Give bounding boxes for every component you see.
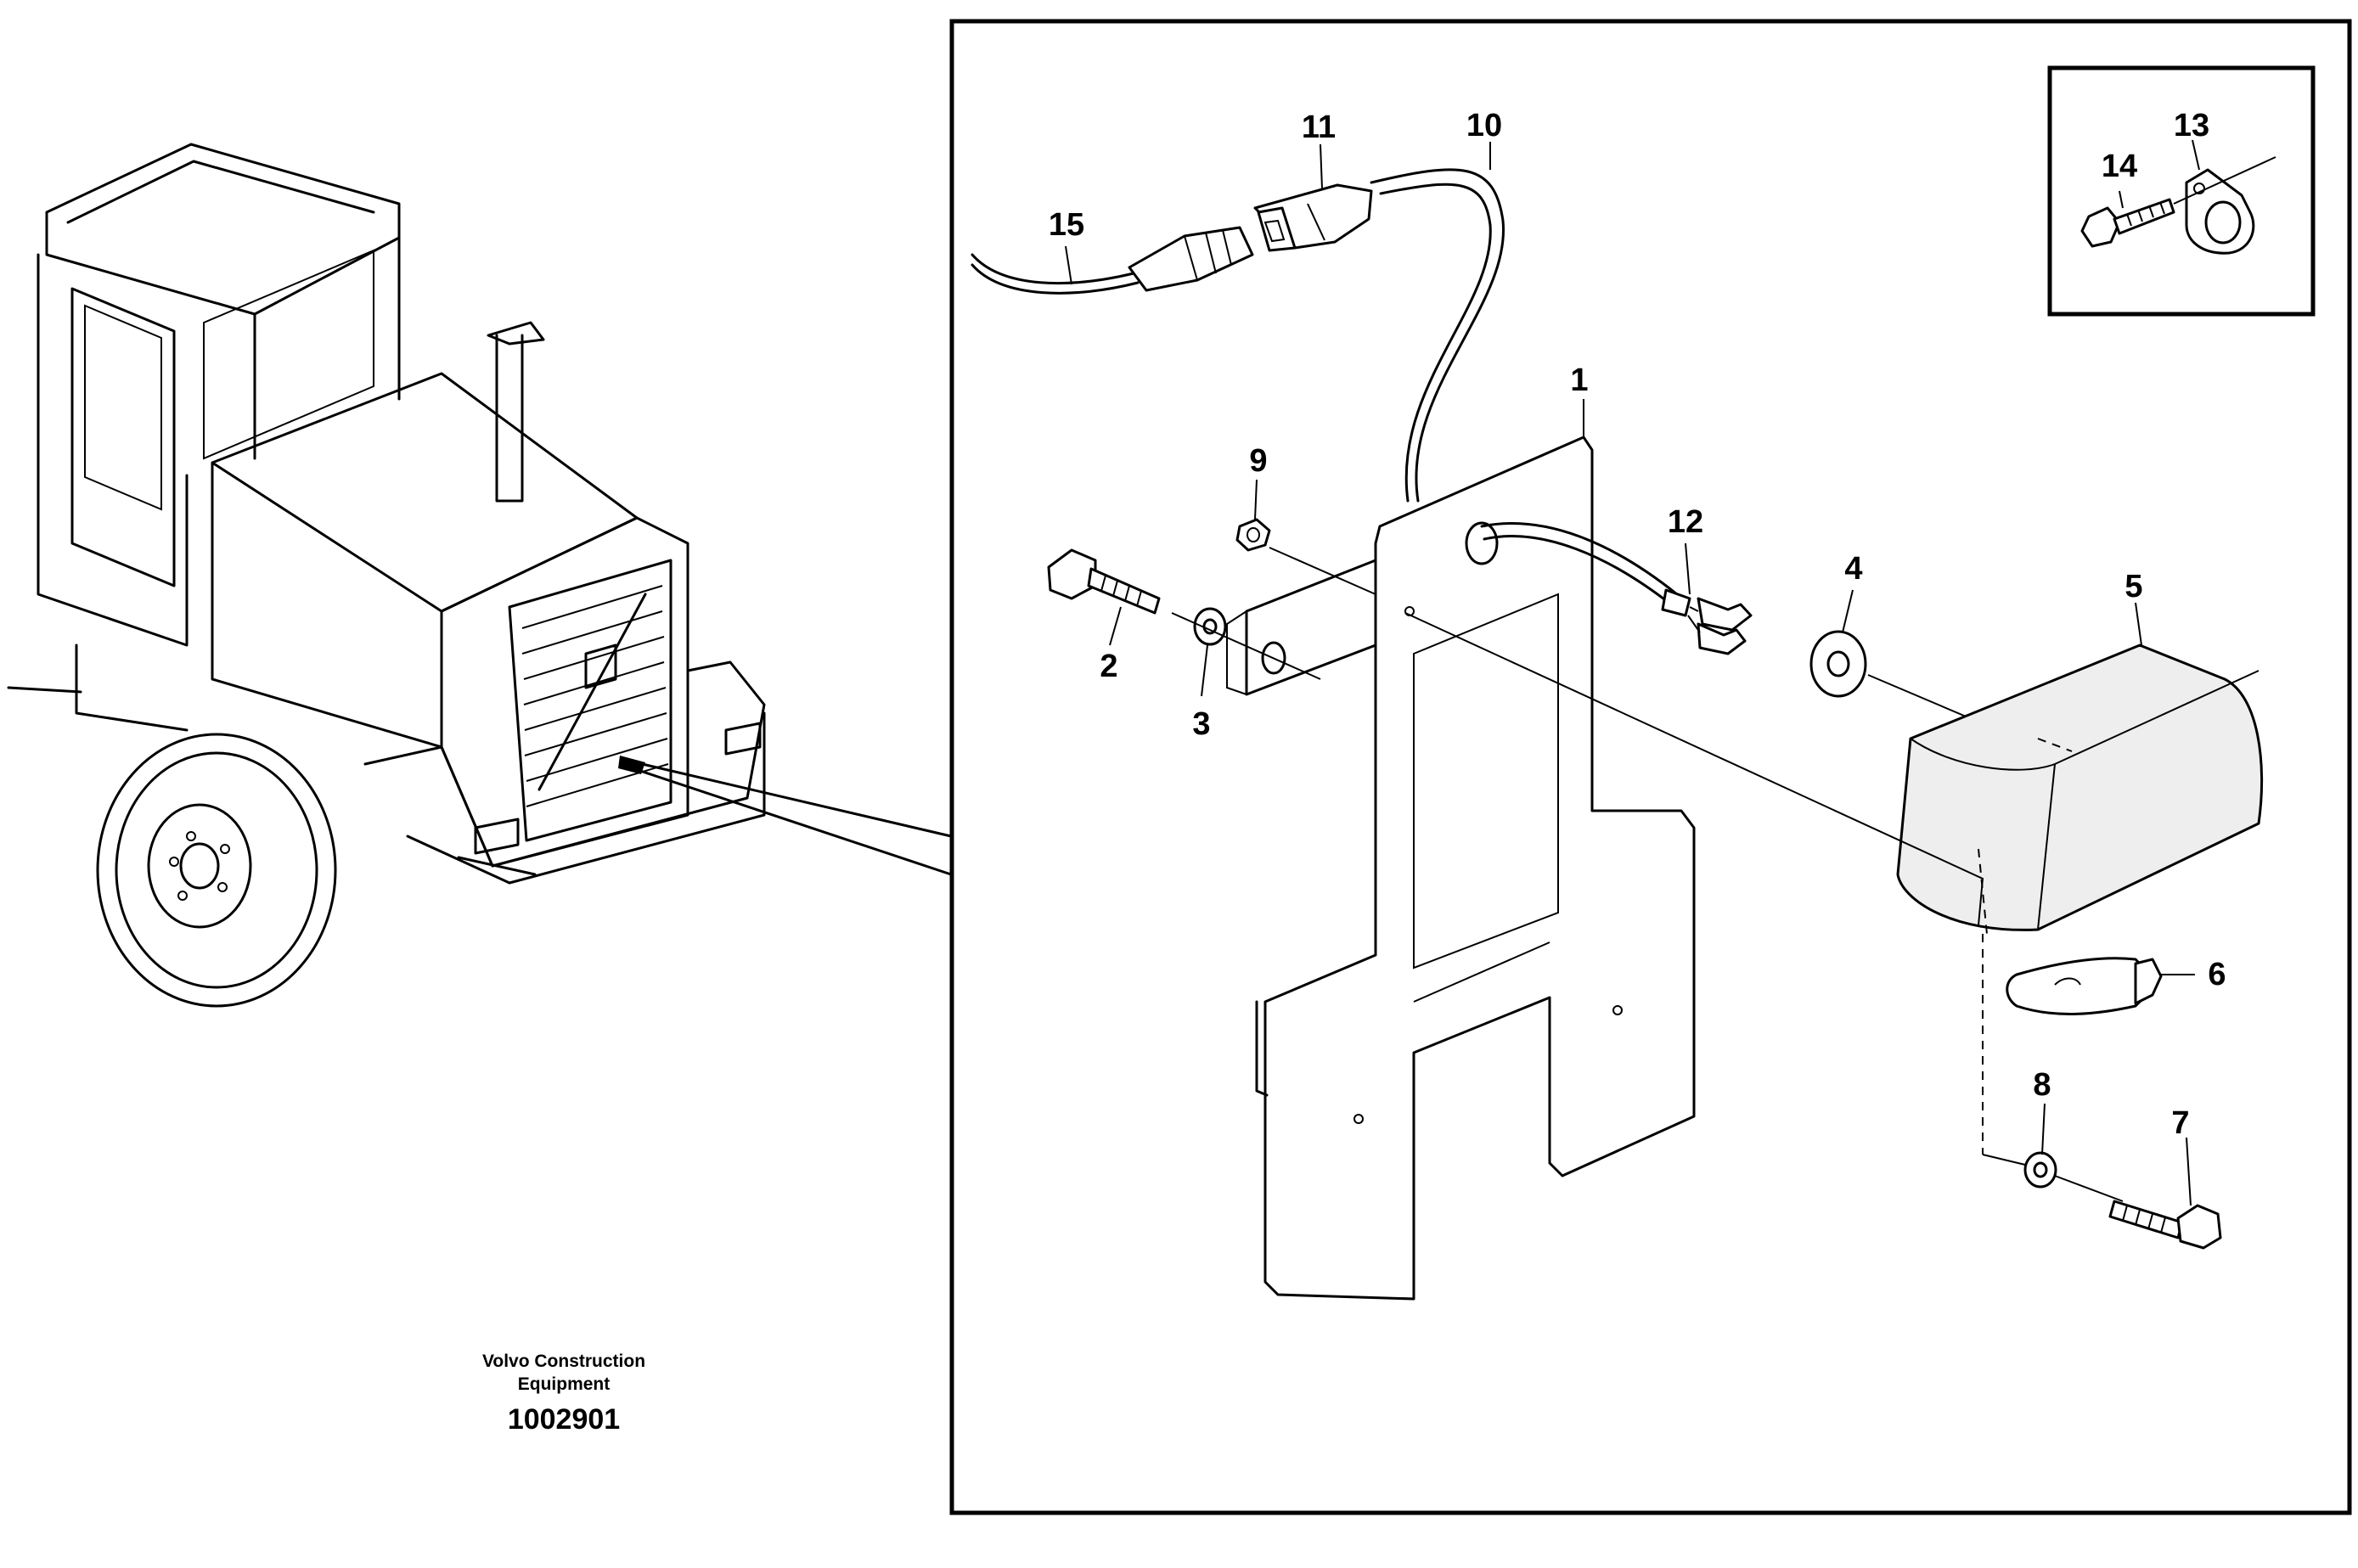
bulb xyxy=(2006,957,2163,1015)
lead-wire xyxy=(1480,522,1753,655)
marker-lamp xyxy=(1404,612,2264,1171)
callout-9: 9 xyxy=(1249,443,1267,479)
publisher-caption: Volvo Construction Equipment 1002901 xyxy=(482,1352,645,1436)
terminal-icon xyxy=(1697,597,1753,632)
grommet xyxy=(1809,630,2039,748)
caption-line-1: Volvo Construction xyxy=(482,1352,645,1371)
nut-icon xyxy=(1235,518,1271,552)
callout-2: 2 xyxy=(1100,649,1117,684)
mounting-plate xyxy=(1226,436,1696,1301)
callout-7: 7 xyxy=(2171,1105,2189,1141)
callout-15: 15 xyxy=(1049,207,1084,243)
callout-11: 11 xyxy=(1302,110,1336,145)
callout-14: 14 xyxy=(2102,149,2137,184)
callout-6: 6 xyxy=(2208,957,2226,992)
callout-8: 8 xyxy=(2033,1067,2051,1103)
callout-1: 1 xyxy=(1570,362,1588,398)
caption-line-2: Equipment xyxy=(518,1374,611,1394)
bulb-icon xyxy=(2006,957,2150,1015)
callout-12: 12 xyxy=(1668,504,1703,540)
wheel-loader-illustration xyxy=(7,143,953,1008)
flange-screw-icon xyxy=(2080,206,2121,248)
lamp-fasteners xyxy=(2023,1151,2222,1250)
bolt-assembly xyxy=(1047,518,1376,680)
detail-frame xyxy=(949,19,2352,1515)
cable-harness xyxy=(971,168,1505,503)
callout-10: 10 xyxy=(1466,108,1502,143)
callout-5: 5 xyxy=(2124,569,2142,604)
callout-3: 3 xyxy=(1192,706,1210,742)
leader-lines xyxy=(1065,139,2200,1206)
flange-screw-icon xyxy=(2176,1204,2222,1250)
callout-4: 4 xyxy=(1844,551,1862,587)
document-number: 1002901 xyxy=(508,1403,620,1436)
callout-13: 13 xyxy=(2174,108,2209,143)
flange-bolt-icon xyxy=(1047,548,1097,600)
callout-labels: 1 2 3 4 5 6 7 8 9 10 11 12 13 14 15 xyxy=(1049,108,2226,1141)
clamp-inset xyxy=(2047,65,2316,317)
